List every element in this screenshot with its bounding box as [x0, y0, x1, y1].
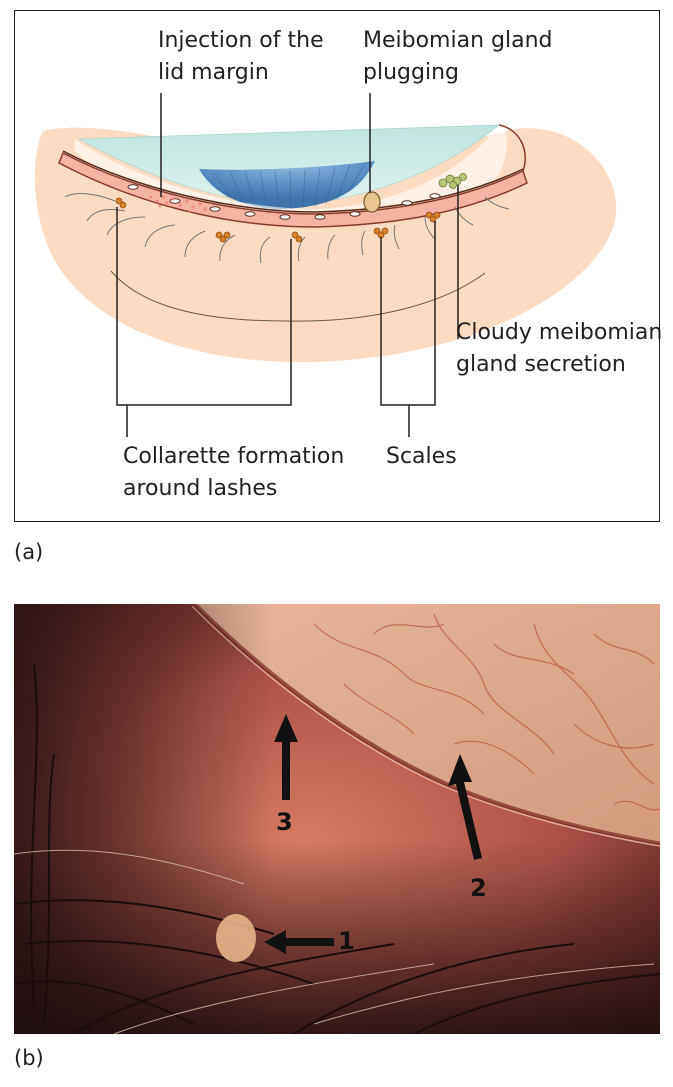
label-cloudy-meibomian-secretion: Cloudy meibomian gland secretion [456, 320, 663, 377]
injection-dots [149, 195, 207, 213]
label-meibomian-gland-plugging: Meibomian gland plugging [363, 28, 553, 85]
margin-upper-line [62, 150, 524, 213]
meibomian-orifices [127, 184, 441, 220]
panel-letter-a: (a) [14, 540, 44, 564]
photo-eyelash-highlights [14, 849, 655, 1034]
arrow-1: 1 [264, 927, 355, 955]
eyelid-photo: 1 2 3 [14, 604, 660, 1034]
collarettes [115, 197, 441, 243]
collarette-debris [216, 914, 256, 962]
skin-fold-line [110, 270, 486, 322]
arrow-1-number: 1 [338, 927, 355, 955]
cloudy-secretion [438, 173, 467, 189]
lid-margin [58, 151, 528, 228]
arrow-3-number: 3 [276, 808, 293, 836]
sclera-strip [75, 125, 507, 213]
label-collarette-formation: Collarette formation around lashes [123, 444, 345, 501]
clinical-photo-panel-b: 1 2 3 [14, 604, 660, 1034]
leader-lines [116, 93, 459, 437]
lateral-canthus [498, 124, 526, 172]
eyelashes [64, 193, 510, 264]
label-scales: Scales [386, 444, 457, 469]
arrow-2: 2 [448, 754, 487, 902]
iris [199, 161, 375, 209]
shadow-bottom [14, 604, 660, 1034]
photo-eyelashes [14, 663, 660, 1034]
arrow-2-number: 2 [470, 874, 487, 902]
iris-striations [214, 162, 366, 210]
diagram-panel-a: Injection of the lid margin Meibomian gl… [14, 10, 663, 522]
panel-letter-b: (b) [14, 1046, 44, 1070]
arrow-3: 3 [274, 714, 298, 836]
eyelid-diagram [34, 93, 617, 437]
plugged-gland [363, 191, 381, 213]
label-injection-lid-margin: Injection of the lid margin [158, 28, 324, 85]
